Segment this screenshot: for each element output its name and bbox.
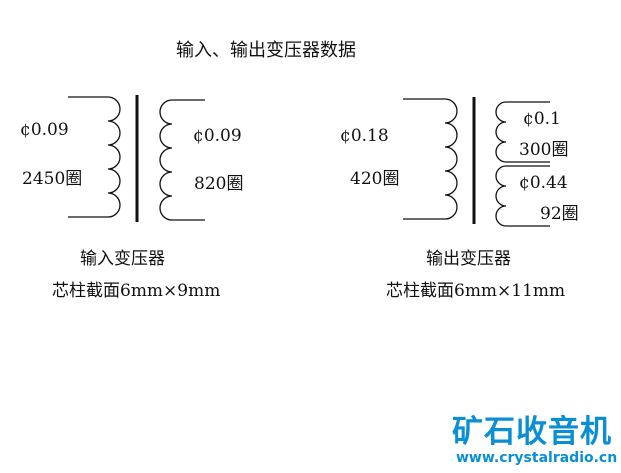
site-url: www.crystalradio.cn xyxy=(456,450,618,466)
output-secondary1-wire-label: ¢0.1 xyxy=(523,109,561,129)
output-secondary1-winding xyxy=(495,101,550,163)
output-secondary2-turns-label: 92圈 xyxy=(540,204,579,224)
output-transformer-core: 芯柱截面6mm×11mm xyxy=(386,281,566,301)
input-transformer-name: 输入变压器 xyxy=(80,249,165,269)
output-primary-wire-label: ¢0.18 xyxy=(340,126,389,146)
input-primary-turns-label: 2450圈 xyxy=(22,169,83,189)
site-logo: 矿石收音机 xyxy=(452,414,612,450)
output-primary-winding xyxy=(403,98,458,220)
input-secondary-turns-label: 820圈 xyxy=(194,174,244,194)
input-primary-winding xyxy=(68,96,121,218)
input-secondary-winding xyxy=(159,99,205,221)
input-primary-wire-label: ¢0.09 xyxy=(20,120,69,140)
output-secondary1-turns-label: 300圈 xyxy=(519,140,569,160)
output-primary-turns-label: 420圈 xyxy=(350,169,400,189)
output-transformer-name: 输出变压器 xyxy=(426,249,511,269)
input-transformer-core: 芯柱截面6mm×9mm xyxy=(52,281,221,301)
diagram-title: 输入、输出变压器数据 xyxy=(176,40,356,61)
output-secondary2-wire-label: ¢0.44 xyxy=(519,173,568,193)
output-secondary2-winding xyxy=(495,165,550,227)
input-secondary-wire-label: ¢0.09 xyxy=(193,126,242,146)
